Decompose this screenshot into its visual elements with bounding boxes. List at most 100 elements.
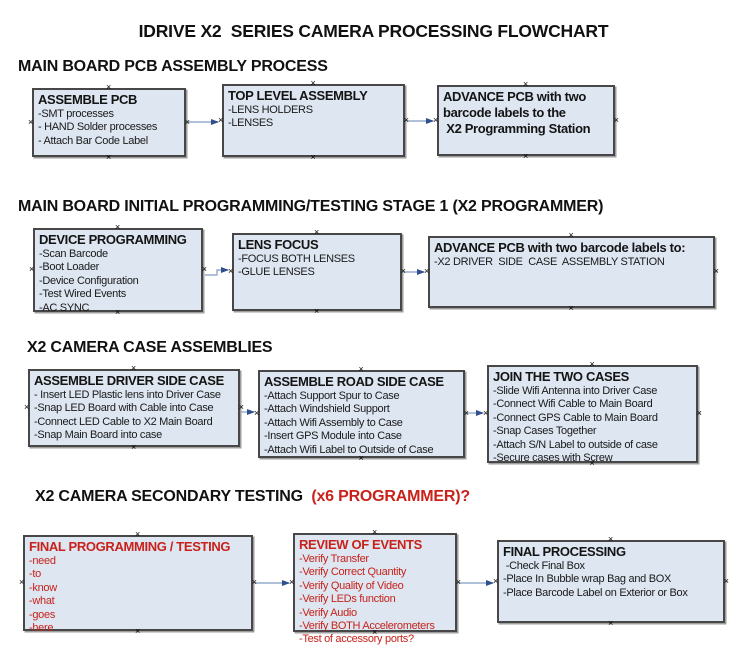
box-item: -Attach S/N Label to outside of case: [493, 438, 658, 451]
flow-box-final-programming-testing[interactable]: FINAL PROGRAMMING / TESTING -need-to-kno…: [19, 530, 257, 636]
box-item: - Attach Bar Code Label: [38, 134, 148, 147]
box-item: -Test of accessory ports?: [299, 633, 414, 646]
box-items: -Scan Barcode-Boot Loader-Device Configu…: [39, 248, 197, 315]
section-header-initial-programming: MAIN BOARD INITIAL PROGRAMMING/TESTING S…: [18, 198, 604, 215]
box-title: JOIN THE TWO CASES: [493, 369, 629, 384]
box-item: -Verify Quality of Video: [299, 579, 404, 592]
box-item: -Attach Windshield Support: [264, 403, 390, 416]
flow-box-advance-pcb-driver-station[interactable]: ADVANCE PCB with two barcode labels to: …: [424, 231, 719, 313]
flow-box-assemble-road-side-case[interactable]: ASSEMBLE ROAD SIDE CASE -Attach Support …: [254, 365, 469, 463]
section-header-pcb-assembly: MAIN BOARD PCB ASSEMBLY PROCESS: [18, 58, 328, 75]
box-item: -AC SYNC: [39, 301, 90, 314]
section-header-black-part: X2 CAMERA SECONDARY TESTING: [35, 488, 308, 505]
box-items: -Slide Wifi Antenna into Driver Case-Con…: [493, 385, 692, 465]
section-header-case-assemblies: X2 CAMERA CASE ASSEMBLIES: [27, 339, 273, 356]
box-item: -Verify LEDs function: [299, 593, 396, 606]
flow-box-lens-focus[interactable]: LENS FOCUS -FOCUS BOTH LENSES-GLUE LENSE…: [228, 228, 406, 316]
box-title: FINAL PROGRAMMING / TESTING: [29, 539, 231, 554]
section-header-secondary-testing: X2 CAMERA SECONDARY TESTING (x6 PROGRAMM…: [35, 488, 470, 506]
connection-handle-icon: ×: [568, 303, 574, 313]
box-items: -Check Final Box-Place In Bubble wrap Ba…: [503, 560, 719, 600]
connection-handle-icon: ×: [28, 116, 34, 127]
box-item: -Snap Main Board into case: [34, 429, 162, 442]
connection-handle-icon: ×: [463, 408, 469, 418]
connection-handle-icon: ×: [608, 534, 614, 544]
box-item: -Attach Support Spur to Case: [264, 390, 400, 402]
connection-handle-icon: ×: [403, 114, 409, 125]
flow-box-join-the-two-cases[interactable]: JOIN THE TWO CASES -Slide Wifi Antenna i…: [483, 360, 702, 468]
box-items: - Insert LED Plastic lens into Driver Ca…: [34, 389, 234, 443]
box-item: -Secure cases with Screw: [493, 452, 613, 465]
box-item: -Snap Cases Together: [493, 425, 597, 438]
connection-handle-icon: ×: [131, 363, 137, 373]
box-item: -to: [29, 568, 41, 581]
connection-handle-icon: ×: [218, 114, 224, 125]
connection-handle-icon: ×: [251, 577, 257, 587]
box-item: -Place Barcode Label on Exterior or Box: [503, 586, 688, 599]
box-item: -Scan Barcode: [39, 248, 108, 260]
box-item: -know: [29, 581, 57, 594]
box-item: -Connect Wifi Cable to Main Board: [493, 398, 653, 411]
box-item: -GLUE LENSES: [238, 266, 315, 279]
section-header-red-part: (x6 PROGRAMMER)?: [307, 488, 470, 505]
connection-handle-icon: ×: [523, 151, 529, 161]
flow-box-review-of-events[interactable]: REVIEW OF EVENTS -Verify Transfer-Verify…: [289, 528, 461, 646]
box-item: -X2 DRIVER SIDE CASE ASSEMBLY STATION: [434, 256, 665, 268]
connection-handle-icon: ×: [493, 575, 499, 586]
connection-handle-icon: ×: [424, 266, 430, 276]
flow-box-assemble-pcb[interactable]: ASSEMBLE PCB -SMT processes- HAND Solder…: [28, 83, 190, 162]
connection-handle-icon: ×: [254, 408, 260, 418]
connection-handle-icon: ×: [19, 577, 25, 587]
connection-handle-icon: ×: [115, 222, 121, 232]
connection-handle-icon: ×: [228, 266, 234, 276]
connection-handle-icon: ×: [106, 82, 112, 92]
connection-handle-icon: ×: [201, 264, 207, 274]
box-title: ASSEMBLE PCB: [38, 92, 138, 107]
box-title: FINAL PROCESSING: [503, 544, 626, 559]
box-item: -Test Wired Events: [39, 288, 126, 301]
box-item: -Check Final Box: [503, 560, 585, 572]
connection-handle-icon: ×: [433, 114, 439, 125]
box-title: ADVANCE PCB with two barcode labels to t…: [443, 89, 591, 136]
flow-box-advance-pcb-programming-station[interactable]: ADVANCE PCB with two barcode labels to t…: [433, 80, 619, 161]
connection-handle-icon: ×: [372, 627, 378, 637]
flow-box-final-processing[interactable]: FINAL PROCESSING -Check Final Box-Place …: [493, 535, 729, 628]
box-item: -Device Configuration: [39, 274, 139, 287]
connection-handle-icon: ×: [696, 408, 702, 418]
box-items: -need-to-know-what-goes-here: [29, 555, 247, 635]
connection-handle-icon: ×: [523, 79, 529, 89]
box-title: ASSEMBLE ROAD SIDE CASE: [264, 374, 444, 389]
box-item: -Snap LED Board with Cable into Case: [34, 402, 214, 415]
flow-box-assemble-driver-side-case[interactable]: ASSEMBLE DRIVER SIDE CASE - Insert LED P…: [24, 364, 244, 452]
box-item: -SMT processes: [38, 108, 114, 120]
box-item: -Verify Transfer: [299, 553, 369, 565]
connection-handle-icon: ×: [568, 230, 574, 240]
connection-handle-icon: ×: [135, 626, 141, 636]
flow-box-device-programming[interactable]: DEVICE PROGRAMMING -Scan Barcode-Boot Lo…: [29, 223, 207, 317]
connection-handle-icon: ×: [358, 364, 364, 374]
connection-handle-icon: ×: [314, 227, 320, 237]
box-item: -Verify Correct Quantity: [299, 566, 407, 579]
box-item: -Verify Audio: [299, 606, 357, 619]
connection-handle-icon: ×: [483, 408, 489, 418]
box-item: -here: [29, 622, 54, 635]
connection-handle-icon: ×: [24, 402, 30, 412]
connection-handle-icon: ×: [289, 576, 295, 587]
connection-handle-icon: ×: [184, 116, 190, 127]
flow-box-top-level-assembly[interactable]: TOP LEVEL ASSEMBLY -LENS HOLDERS-LENSES …: [218, 79, 409, 162]
connection-handle-icon: ×: [115, 307, 121, 317]
connection-handle-icon: ×: [372, 527, 378, 537]
connection-handle-icon: ×: [589, 359, 595, 369]
box-items: -FOCUS BOTH LENSES-GLUE LENSES: [238, 253, 396, 280]
page-title: IDRIVE X2 SERIES CAMERA PROCESSING FLOWC…: [138, 21, 609, 41]
box-item: -Insert GPS Module into Case: [264, 430, 402, 443]
connection-handle-icon: ×: [400, 266, 406, 276]
connector-arrow: [205, 267, 229, 276]
box-item: -LENSES: [228, 117, 273, 130]
connection-handle-icon: ×: [29, 264, 35, 274]
box-item: -need: [29, 555, 56, 567]
box-item: -Attach Wifi Label to Outside of Case: [264, 443, 434, 456]
box-item: -Boot Loader: [39, 261, 99, 274]
connection-handle-icon: ×: [358, 453, 364, 463]
